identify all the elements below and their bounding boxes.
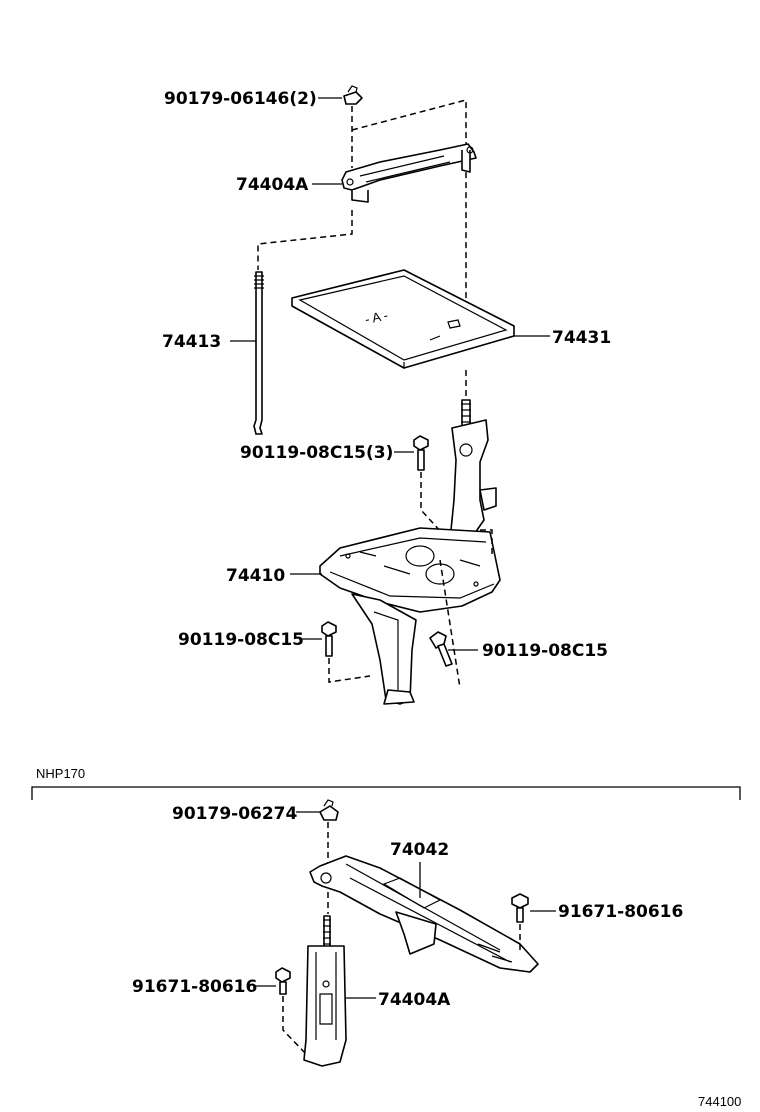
battery-clamp-bottom bbox=[303, 915, 347, 1067]
bolt-90119-08c15-right bbox=[429, 631, 453, 667]
label-90119-08c15-right: 90119-08C15 bbox=[482, 641, 608, 661]
label-74404a-bottom: 74404A bbox=[378, 990, 451, 1010]
label-90179-06146: 90179-06146(2) bbox=[164, 89, 317, 109]
label-74413: 74413 bbox=[162, 332, 221, 352]
section-model-label: NHP170 bbox=[36, 766, 85, 781]
label-91671-80616-right: 91671-80616 bbox=[558, 902, 683, 922]
bolt-91671-80616-left bbox=[275, 967, 291, 995]
section-bracket-line bbox=[31, 786, 741, 800]
label-74042: 74042 bbox=[390, 840, 449, 860]
label-74410: 74410 bbox=[226, 566, 285, 586]
vertical-bracket bbox=[449, 399, 497, 541]
dash-bolt-left bbox=[328, 658, 371, 683]
nut-90179-06274 bbox=[319, 799, 339, 821]
label-74431: 74431 bbox=[552, 328, 611, 348]
svg-text:- A -: - A - bbox=[364, 307, 390, 326]
label-90119-08c15-left: 90119-08C15 bbox=[178, 630, 304, 650]
label-90179-06274: 90179-06274 bbox=[172, 804, 298, 824]
battery-tray-74431: - A - bbox=[291, 269, 515, 370]
label-90119-08c15-3: 90119-08C15(3) bbox=[240, 443, 393, 463]
dash-clamp-to-bolt bbox=[351, 99, 467, 300]
figure-number: 744100 bbox=[698, 1094, 741, 1109]
battery-clamp-74042 bbox=[309, 855, 539, 973]
dash-bolt-left-lower bbox=[282, 996, 307, 1055]
bolt-90119-08c15-left bbox=[321, 621, 337, 657]
bolt-90119-08c15-top bbox=[413, 435, 429, 471]
dash-clamp-to-rod bbox=[257, 210, 353, 270]
dash-bracket-right bbox=[480, 529, 493, 556]
label-74404a-top: 74404A bbox=[236, 175, 309, 195]
dash-base-to-bolt-right bbox=[439, 559, 461, 689]
clamp-rod-74413 bbox=[253, 271, 264, 435]
battery-clamp-top bbox=[341, 143, 477, 203]
nut-90179-06146 bbox=[343, 85, 363, 105]
bolt-91671-80616-right bbox=[511, 893, 529, 923]
label-91671-80616-left: 91671-80616 bbox=[132, 977, 257, 997]
dash-bolt-top bbox=[420, 472, 453, 545]
battery-carrier-base-74410 bbox=[319, 527, 501, 705]
